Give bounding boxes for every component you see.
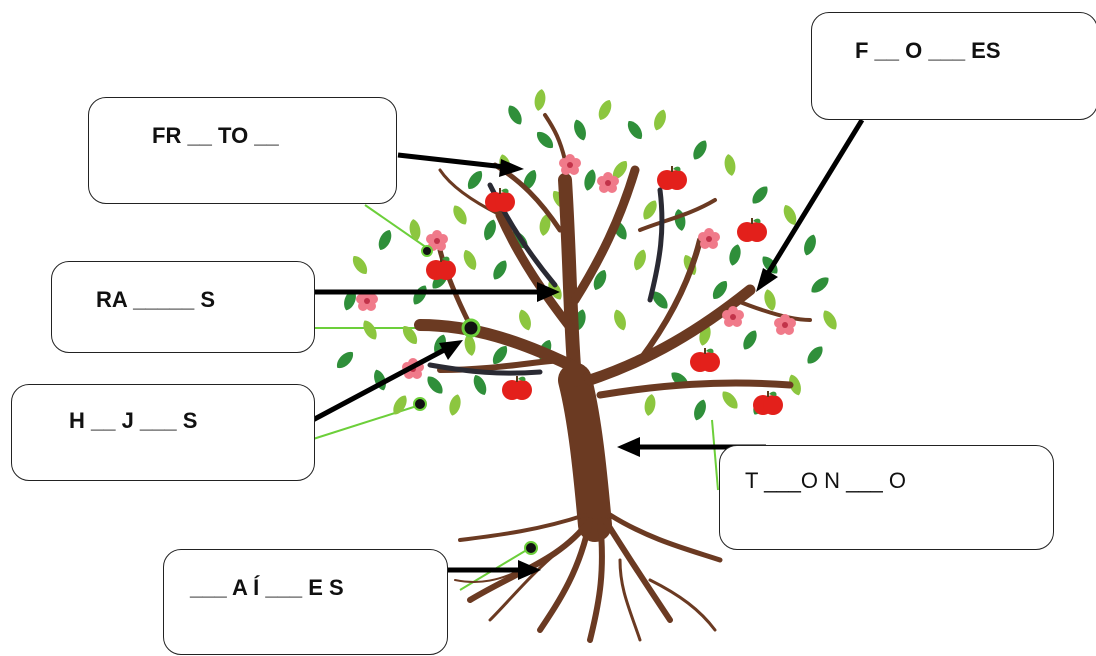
label-raices: ___ A Í ___ E S <box>190 575 344 600</box>
label-box-flores[interactable] <box>811 12 1096 120</box>
arrow-flores <box>756 118 865 292</box>
label-box-raices[interactable] <box>163 549 448 655</box>
arrows <box>292 118 865 580</box>
label-box-ramas[interactable] <box>51 261 315 353</box>
tree-roots <box>454 512 723 643</box>
arrow-ramas <box>314 282 560 302</box>
label-box-fruto[interactable] <box>88 97 397 204</box>
marker-dots <box>413 245 538 555</box>
label-flores: F __ O ___ ES <box>855 38 1001 63</box>
label-fruto: FR __ TO __ <box>152 123 279 148</box>
label-tronco: T ___O N ___ O <box>745 468 907 493</box>
label-box-tronco[interactable] <box>719 445 1054 550</box>
label-hojas: H __ J ___ S <box>69 408 198 433</box>
label-box-hojas[interactable] <box>11 384 315 481</box>
arrow-hojas <box>292 340 463 433</box>
label-ramas: RA _____ S <box>96 287 216 312</box>
arrow-fruto <box>397 152 524 177</box>
tree-trunk <box>414 113 812 542</box>
